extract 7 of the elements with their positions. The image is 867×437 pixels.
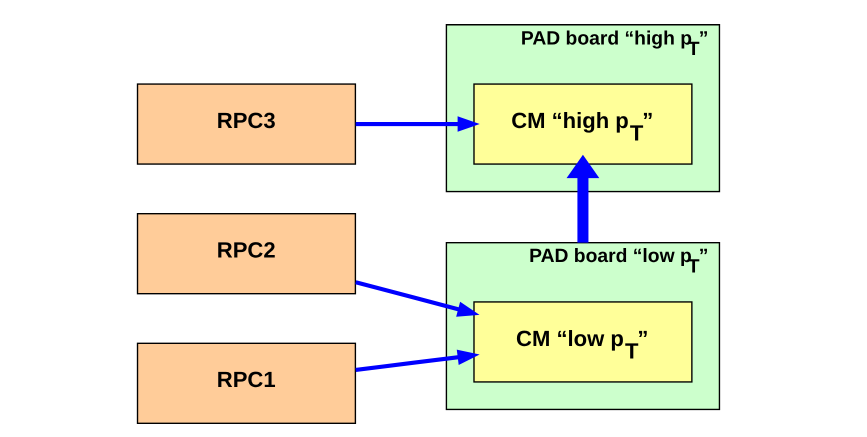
- arrow: [354, 350, 480, 372]
- node-box: RPC1: [136, 342, 356, 424]
- node-box: RPC2: [136, 212, 356, 294]
- arrow: [354, 280, 479, 317]
- arrow: [566, 154, 599, 243]
- node-box: RPC3: [136, 83, 356, 165]
- arrow: [355, 116, 480, 132]
